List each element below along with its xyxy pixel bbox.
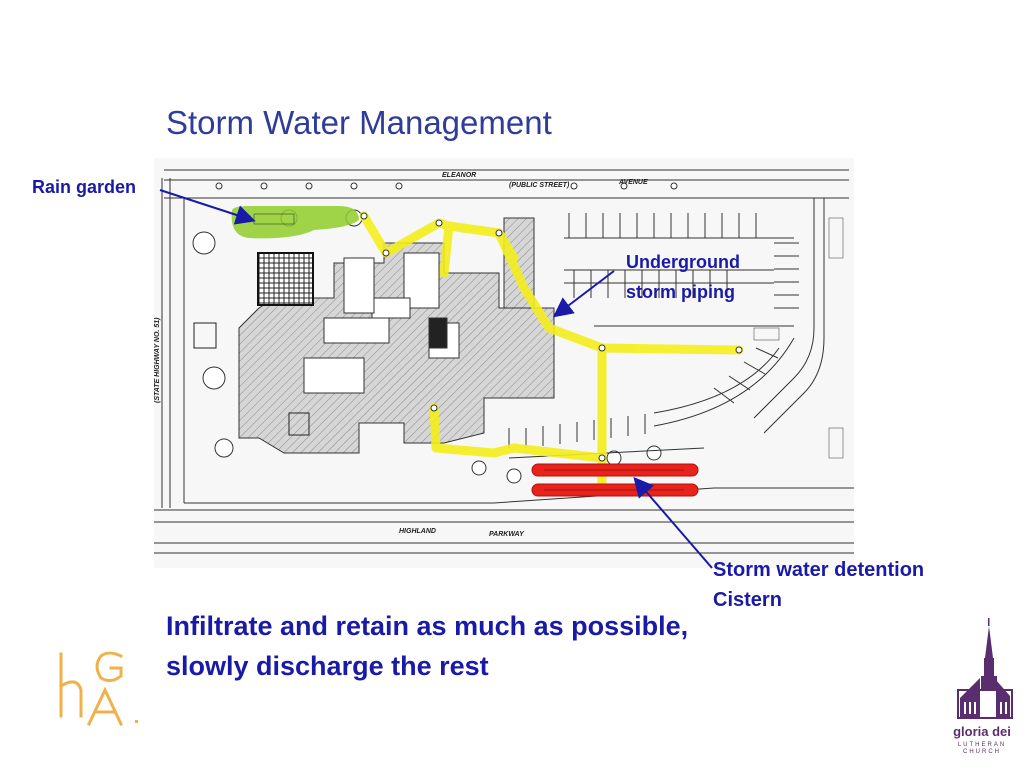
cistern-line2: Cistern (713, 589, 782, 611)
street-label-parkway: PARKWAY (489, 531, 525, 538)
street-label-highway: (STATE HIGHWAY NO. 51) (154, 317, 161, 403)
storm-piping-line2: storm piping (626, 282, 735, 302)
street-label-eleanor: ELEANOR (442, 172, 476, 179)
storm-piping-label: Underground storm piping (626, 247, 740, 307)
street-label-avenue: AVENUE (618, 179, 648, 186)
street-label-public: (PUBLIC STREET) (509, 182, 570, 189)
slide-title: Storm Water Management (166, 104, 552, 141)
cistern-line1: Storm water detention (713, 559, 925, 581)
slide-caption: Infiltrate and retain as much as possibl… (166, 606, 688, 686)
cistern-label: Storm water detention Cistern (713, 555, 924, 615)
gloria-dei-wordmark: gloria dei (953, 724, 1011, 739)
street-label-highland: HIGHLAND (399, 528, 436, 535)
hga-logo-icon (58, 651, 138, 726)
gloria-dei-subtext: LUTHERAN CHURCH (957, 742, 1007, 755)
site-plan-drawing: ELEANOR (PUBLIC STREET) AVENUE HIGHLAND … (154, 158, 854, 568)
storm-piping-line1: Underground (626, 252, 740, 272)
caption-line2: slowly discharge the rest (166, 651, 489, 681)
caption-line1: Infiltrate and retain as much as possibl… (166, 611, 689, 641)
rain-garden-label: Rain garden (32, 177, 137, 197)
gloria-dei-church-icon (957, 618, 1013, 719)
